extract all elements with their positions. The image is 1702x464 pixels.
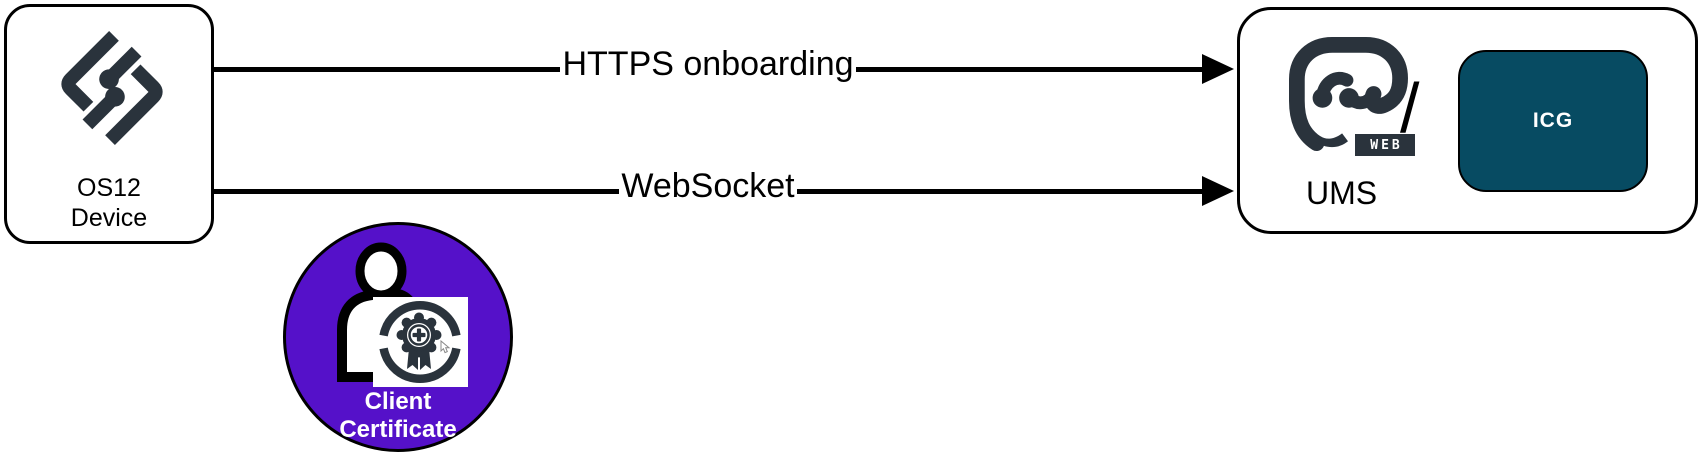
certificate-card: [373, 297, 468, 387]
separator-slash: /: [1400, 69, 1420, 147]
connection-line: [214, 66, 561, 72]
web-badge-label: WEB: [1370, 137, 1403, 153]
connection-line: [855, 66, 1203, 72]
web-badge: WEB: [1355, 134, 1415, 156]
arrow-right-icon: [1202, 54, 1235, 84]
igel-os12-logo-icon: [61, 31, 163, 145]
device-label-line2: Device: [70, 204, 148, 232]
device-label: OS12 Device: [7, 173, 211, 233]
icg-box: ICG: [1458, 50, 1648, 192]
arrow-right-icon: [1202, 176, 1234, 206]
device-node: OS12 Device: [4, 4, 214, 244]
connection-line: [796, 188, 1202, 194]
client-certificate-badge: Client Certificate: [283, 222, 513, 452]
ums-label: UMS: [1306, 175, 1378, 211]
client-certificate-label-line1: Client: [364, 388, 432, 415]
igel-ums-web-logo-icon: [1289, 36, 1408, 152]
client-certificate-label-line2: Certificate: [339, 416, 457, 443]
connection-line: [214, 188, 620, 194]
icg-label: ICG: [1532, 109, 1574, 132]
connection-websocket: WebSocket: [214, 167, 1234, 209]
certificate-seal-icon: [379, 301, 461, 383]
mouse-pointer-icon: [440, 340, 451, 354]
client-certificate-label: Client Certificate: [286, 388, 510, 444]
device-label-line1: OS12: [77, 174, 141, 202]
connection-https-onboarding: HTTPS onboarding: [214, 45, 1235, 87]
connection-label: WebSocket: [621, 166, 795, 205]
server-node: WEB / UMS ICG: [1237, 7, 1698, 234]
connection-label: HTTPS onboarding: [562, 44, 854, 83]
